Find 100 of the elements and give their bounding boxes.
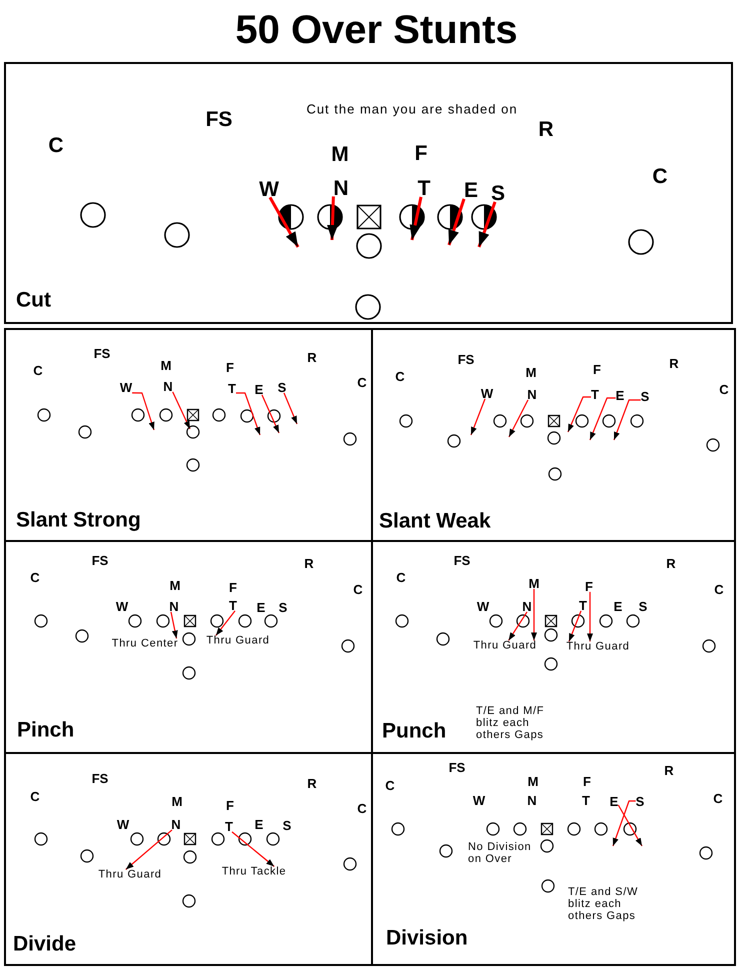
blitz-arrow	[589, 397, 616, 440]
defender-letter: R	[664, 766, 674, 776]
defender-letter: W	[480, 389, 494, 399]
blitz-arrow	[531, 588, 537, 640]
defender-letter: S	[636, 797, 644, 807]
defender-letter: F	[226, 801, 234, 811]
defender-letter: F	[583, 777, 591, 787]
defender-letter: E	[610, 797, 618, 807]
defender-letter: N	[527, 796, 537, 806]
gap-label: Thru Guard	[473, 640, 537, 652]
defender-letter: M	[528, 777, 538, 787]
defender-letter: C	[33, 366, 43, 376]
defender-letter: W	[116, 820, 130, 830]
defender-letter: C	[385, 781, 395, 791]
blitz-arrow	[268, 196, 300, 248]
defender-letter: F	[229, 583, 237, 593]
blitz-arrow	[283, 392, 298, 424]
blitz-arrow	[568, 610, 582, 642]
defender-letter: T	[228, 384, 236, 394]
defender-letter: C	[713, 794, 723, 804]
defender-letter: T	[579, 601, 587, 611]
panel-title: Division	[386, 928, 468, 948]
defender-letter: R	[304, 559, 314, 569]
defender-letter: S	[640, 392, 650, 402]
panel-title: Punch	[382, 720, 446, 742]
defender-letter: N	[163, 382, 173, 392]
defender-letter: M	[526, 368, 536, 378]
defender-letter: F	[593, 365, 601, 375]
defender-letter: E	[616, 391, 624, 401]
defender-letter: T	[418, 181, 430, 197]
blitz-arrow	[132, 392, 155, 430]
defender-letter: S	[278, 603, 288, 613]
defender-letter: M	[160, 361, 172, 371]
panel-title: Cut	[16, 290, 51, 310]
defender-letter: E	[614, 602, 622, 612]
defender-letter: C	[395, 372, 405, 382]
gap-label: Thru Guard	[98, 870, 162, 880]
defender-letter: T	[582, 796, 590, 806]
blitz-arrow	[170, 612, 178, 639]
blitz-arrow	[508, 400, 529, 438]
blitz-arrow	[613, 399, 641, 440]
defender-letter: FS	[458, 355, 474, 365]
play-panel	[371, 752, 736, 966]
gap-label: Thru Guard	[566, 642, 630, 652]
defender-letter: S	[491, 186, 505, 202]
gap-label: Thru Center	[112, 638, 178, 650]
blitz-arrow	[236, 392, 261, 436]
defender-letter: W	[116, 602, 128, 612]
blitz-arrow	[410, 196, 422, 240]
blitz-arrow	[478, 201, 496, 248]
coaching-note: Cut the man you are shaded on	[306, 102, 518, 115]
defender-letter: E	[464, 183, 478, 199]
blitz-arrow	[125, 829, 172, 870]
defender-letter: N	[169, 602, 179, 612]
gap-label: Thru Guard	[206, 636, 270, 646]
defender-letter: FS	[454, 556, 470, 566]
defender-letter: C	[353, 585, 363, 595]
defender-letter: N	[527, 390, 537, 400]
blitz-arrow	[618, 804, 643, 846]
defender-letter: C	[357, 804, 367, 814]
defender-letter: C	[48, 138, 64, 154]
play-panel	[371, 328, 736, 542]
defender-letter: S	[278, 383, 286, 393]
gap-label: Thru Tackle	[222, 866, 286, 878]
defender-letter: F	[585, 582, 593, 592]
defender-letter: T	[225, 822, 233, 832]
play-panel	[4, 752, 373, 966]
blitz-arrow	[612, 800, 636, 846]
panel-title: Slant Strong	[16, 510, 141, 530]
blitz-arrow	[326, 196, 338, 240]
defender-letter: N	[522, 602, 532, 612]
blitz-arrow	[215, 610, 236, 636]
defender-letter: N	[171, 820, 181, 830]
defender-letter: M	[170, 581, 180, 591]
blitz-arrow	[448, 198, 466, 246]
play-panel	[4, 62, 733, 324]
coaching-note: T/E and M/F blitz each others Gaps	[476, 705, 546, 741]
defender-letter: C	[652, 169, 668, 185]
panel-title: Pinch	[17, 720, 74, 740]
defender-letter: R	[307, 779, 317, 789]
coaching-note: T/E and S/W blitz each others Gaps	[568, 886, 640, 922]
defender-letter: F	[226, 363, 234, 373]
defender-letter: E	[254, 385, 264, 395]
defender-letter: W	[259, 182, 279, 198]
defender-letter: FS	[448, 763, 466, 773]
defender-letter: FS	[92, 556, 108, 566]
defender-letter: M	[528, 579, 540, 589]
defender-letter: C	[719, 385, 729, 395]
coaching-note: No Division on Over	[468, 841, 532, 865]
defender-letter: T	[591, 390, 599, 400]
blitz-arrow	[508, 612, 528, 641]
defender-letter: W	[472, 796, 486, 806]
blitz-arrow	[261, 394, 280, 434]
defender-letter: C	[357, 378, 367, 388]
defender-letter: R	[307, 353, 317, 363]
blitz-arrow	[470, 398, 486, 436]
defender-letter: N	[333, 180, 349, 196]
defender-letter: R	[666, 559, 676, 569]
defender-letter: FS	[92, 774, 108, 784]
defender-letter: W	[120, 383, 132, 393]
